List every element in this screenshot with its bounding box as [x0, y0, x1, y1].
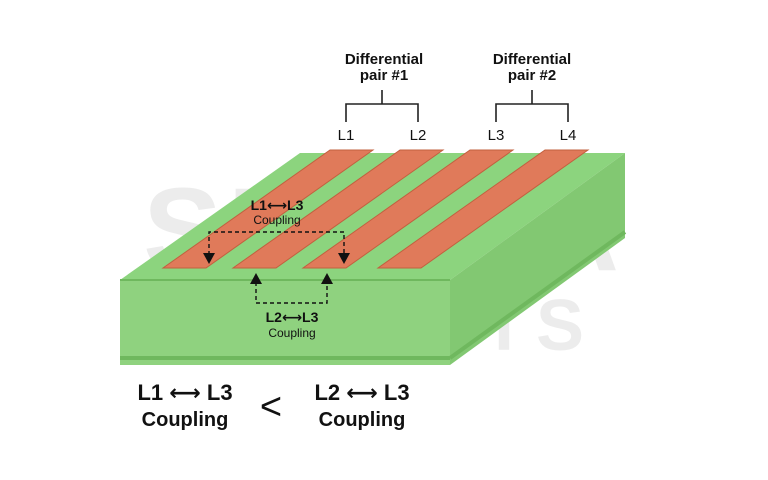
comparison-operator: <: [260, 386, 282, 428]
upper-coupling-word: Coupling: [253, 213, 300, 227]
pair-2-title-line1: Differential: [493, 51, 571, 68]
pair-labels: Differential pair #1 Differential pair #…: [338, 51, 577, 144]
trace-l4: [376, 149, 590, 269]
upper-coupling-annotation: L1⟷L3 Coupling: [203, 197, 350, 264]
pair-1-title-line2: pair #1: [360, 67, 408, 84]
pair-1-title-line1: Differential: [345, 51, 423, 68]
trace-label-l3: L3: [488, 127, 505, 144]
lower-coupling-path: [255, 282, 328, 304]
bracket-pair-1: [345, 103, 419, 122]
lower-coupling-pair: L2⟷L3: [266, 309, 319, 325]
comparison-left-pair: L1 ⟷ L3: [137, 380, 232, 405]
pair-brackets: [345, 90, 569, 122]
traces: [161, 149, 590, 269]
trace-l1: [161, 149, 375, 269]
comparison-left-word: Coupling: [142, 409, 229, 431]
bracket-pair-2: [495, 103, 569, 122]
upper-coupling-path: [208, 231, 345, 255]
upper-arrowhead-right: [338, 253, 350, 264]
trace-label-l1: L1: [338, 127, 355, 144]
upper-arrowhead-left: [203, 253, 215, 264]
trace-l3: [301, 149, 515, 269]
comparison-right-word: Coupling: [319, 409, 406, 431]
lower-arrowhead-right: [321, 273, 333, 284]
upper-coupling-pair: L1⟷L3: [251, 197, 304, 213]
trace-label-l4: L4: [560, 127, 577, 144]
lower-coupling-word: Coupling: [268, 326, 315, 340]
board-front-face: [120, 280, 450, 365]
comparison-right-pair: L2 ⟷ L3: [314, 380, 409, 405]
board-side-face: [450, 153, 625, 365]
board-side-band: [448, 230, 627, 360]
trace-l2: [231, 149, 445, 269]
coupling-comparison: L1 ⟷ L3 Coupling < L2 ⟷ L3 Coupling: [137, 380, 409, 431]
pair-2-title-line2: pair #2: [508, 67, 556, 84]
lower-arrowhead-left: [250, 273, 262, 284]
trace-label-l2: L2: [410, 127, 427, 144]
lower-coupling-annotation: L2⟷L3 Coupling: [250, 273, 333, 340]
